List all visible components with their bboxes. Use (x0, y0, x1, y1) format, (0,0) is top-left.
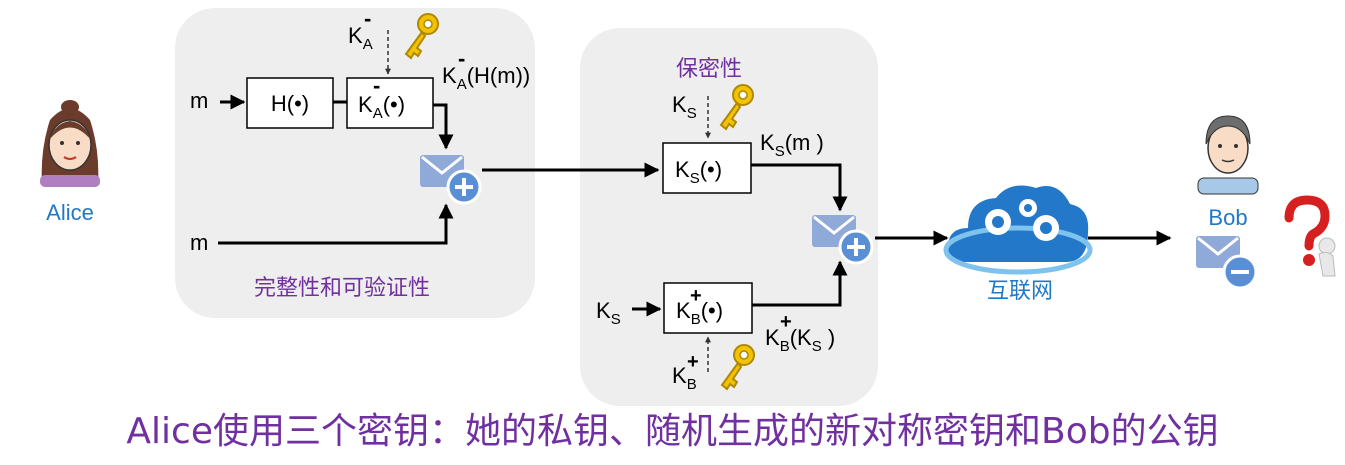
integrity-label: 完整性和可验证性 (254, 276, 430, 301)
kahm-arg: (H(m)) (467, 63, 531, 88)
kb-box-k: K (676, 298, 691, 323)
ks-box (662, 142, 752, 194)
kb-box-arg: (•) (701, 298, 723, 323)
ka-private-box (346, 77, 434, 129)
svg-text:KS: KS (596, 298, 621, 328)
ks-box-sub: S (690, 170, 700, 187)
kbks-plus: + (780, 311, 792, 333)
ka-key-minus: - (364, 6, 371, 31)
ka-box-sub: A (373, 105, 383, 122)
ksm-k: K (760, 130, 775, 155)
kbks-k: K (765, 325, 780, 350)
cloud-gears-icon (943, 185, 1093, 275)
ks-input-k: K (596, 298, 611, 323)
question-person-icon (1284, 195, 1336, 277)
ks-box-k: K (675, 157, 690, 182)
svg-text:KA(•): KA(•) (358, 92, 405, 122)
svg-text:KB(KS ): KB(KS ) (765, 325, 835, 355)
ka-key-sub: A (363, 36, 373, 53)
ks-input-sub: S (611, 311, 621, 328)
ka-box-k: K (358, 92, 373, 117)
kbks-close: ) (822, 325, 835, 350)
m-bottom-label: m (190, 230, 208, 255)
ks-box-arg: (•) (700, 157, 722, 182)
ka-box-arg: (•) (383, 92, 405, 117)
envelope-minus-icon (1196, 236, 1258, 290)
caption: Alice使用三个密钥：她的私钥、随机生成的新对称密钥和Bob的公钥 (126, 411, 1219, 452)
ka-key-k: K (348, 23, 363, 48)
bob-label: Bob (1208, 205, 1247, 230)
kb-public-box (663, 282, 753, 334)
m-top-label: m (190, 88, 208, 113)
kbks-open: (K (790, 325, 812, 350)
kb-box-plus: + (690, 285, 702, 307)
kahm-sub: A (457, 76, 467, 93)
ks-key-k: K (672, 92, 687, 117)
ksm-arg: (m ) (785, 130, 824, 155)
kb-key-plus: + (687, 351, 699, 373)
svg-text:KA: KA (348, 23, 373, 53)
kbks-sub-s: S (812, 338, 822, 355)
svg-text:KB(•): KB(•) (676, 298, 723, 328)
kahm-minus: - (458, 46, 465, 71)
ka-box-minus: - (373, 73, 380, 98)
svg-text:KA(H(m)): KA(H(m)) (442, 63, 530, 93)
hash-box-label: H(•) (271, 91, 309, 116)
svg-text:KS(•): KS(•) (675, 157, 722, 187)
svg-text:KS: KS (672, 92, 697, 122)
kb-box-sub: B (691, 311, 701, 328)
kb-key-sub: B (687, 376, 697, 393)
integrity-panel (175, 8, 535, 318)
kb-key-k: K (672, 363, 687, 388)
kahm-k: K (442, 63, 457, 88)
hash-box (246, 77, 334, 129)
svg-text:KS(m ): KS(m ) (760, 130, 824, 160)
ksm-sub: S (775, 143, 785, 160)
kbks-sub: B (780, 338, 790, 355)
confidentiality-label: 保密性 (676, 57, 742, 82)
alice-label: Alice (46, 200, 94, 225)
bob-avatar (1197, 115, 1259, 195)
ks-key-sub: S (687, 105, 697, 122)
internet-label: 互联网 (987, 279, 1053, 304)
alice-avatar (40, 100, 100, 187)
svg-text:KB: KB (672, 363, 697, 393)
